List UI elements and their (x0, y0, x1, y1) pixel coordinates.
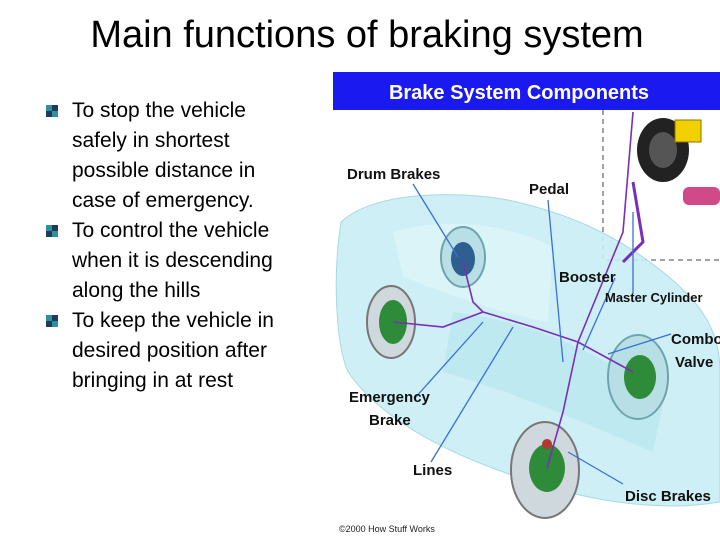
square-bullet-icon (46, 105, 58, 117)
bullet-text: To stop the vehicle safely in shortest p… (72, 99, 256, 212)
wheel-rear-right (440, 226, 486, 288)
bullet-item: To stop the vehicle safely in shortest p… (44, 96, 294, 216)
label-drum-brakes: Drum Brakes (347, 166, 440, 183)
square-bullet-icon (46, 315, 58, 327)
car-body (335, 194, 720, 507)
pointer-lines (412, 183, 672, 485)
bullet-item: To control the vehicle when it is descen… (44, 216, 294, 306)
brake-diagram-svg: Brake System Components (333, 72, 720, 540)
slide-title: Main functions of braking system (90, 14, 644, 56)
label-emergency-brake-line2: Brake (369, 412, 411, 429)
label-pedal: Pedal (529, 181, 569, 198)
diagram-banner (333, 72, 720, 110)
label-booster: Booster (559, 269, 616, 286)
brake-system-diagram: Brake System Components (333, 72, 720, 540)
label-master-cylinder: Master Cylinder (605, 290, 703, 305)
square-bullet-icon (46, 225, 58, 237)
bullet-text: To keep the vehicle in desired position … (72, 309, 274, 392)
wheel-rear-left (366, 285, 416, 359)
wheel-front-left (510, 421, 580, 519)
booster-assembly (621, 118, 720, 264)
diagram-banner-text: Brake System Components (389, 82, 649, 104)
copyright-text: ©2000 How Stuff Works (339, 524, 435, 534)
label-emergency-brake-line1: Emergency (349, 389, 431, 406)
wheel-front-right (607, 334, 669, 420)
inset-dashed-border (602, 110, 720, 261)
label-combo-valve-line2: Valve (675, 354, 713, 371)
label-disc-brakes: Disc Brakes (625, 488, 711, 505)
bullet-text: To control the vehicle when it is descen… (72, 219, 273, 302)
brake-lines (392, 111, 634, 469)
bullet-item: To keep the vehicle in desired position … (44, 306, 294, 396)
label-lines: Lines (413, 462, 452, 479)
bullet-list: To stop the vehicle safely in shortest p… (44, 96, 294, 396)
label-combo-valve-line1: Combo (671, 331, 720, 348)
